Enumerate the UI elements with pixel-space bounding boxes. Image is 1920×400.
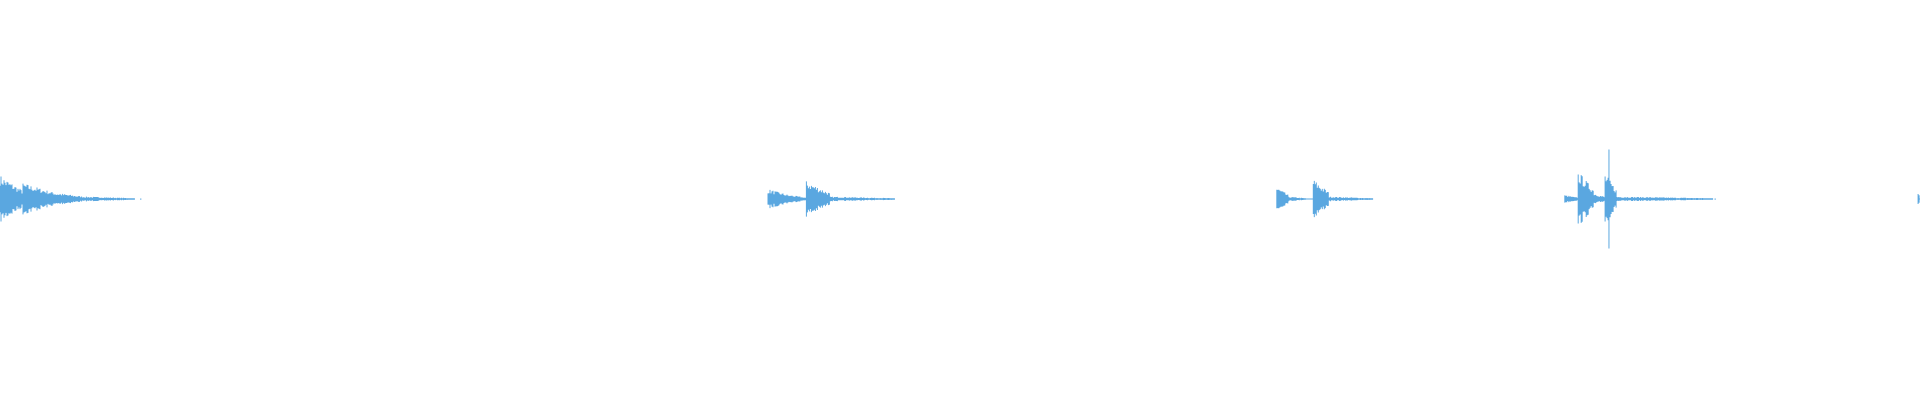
audio-clip [0, 176, 142, 222]
waveform-dot [126, 198, 128, 200]
waveform-segment [1276, 189, 1289, 209]
waveform-segment [85, 196, 135, 202]
audio-clip [1276, 180, 1374, 218]
waveform-segment [1917, 194, 1920, 204]
waveform-segment [1593, 194, 1606, 204]
waveform-segment [1328, 196, 1374, 202]
waveform-segment [0, 176, 24, 222]
waveform-segment [22, 183, 58, 215]
waveform-dot [881, 198, 883, 200]
audio-clip [767, 181, 895, 217]
waveform-dot [1367, 198, 1369, 200]
waveform-dot [140, 198, 142, 200]
waveform-segment [1616, 197, 1714, 201]
waveform-segment [790, 195, 807, 203]
clips-layer [0, 149, 1920, 249]
waveform-dot [1301, 198, 1303, 200]
waveform-segment [57, 193, 87, 205]
waveform-segment [828, 196, 895, 202]
waveform-segment [1564, 195, 1579, 203]
waveform-segment [805, 181, 830, 217]
waveform-segment [1312, 180, 1329, 218]
waveform-segment [1577, 174, 1594, 224]
audio-clip [1564, 149, 1716, 249]
waveform-segment [767, 189, 792, 209]
waveform-dot [890, 198, 893, 200]
waveform-dot [1714, 198, 1716, 200]
waveform-dot [119, 198, 121, 200]
